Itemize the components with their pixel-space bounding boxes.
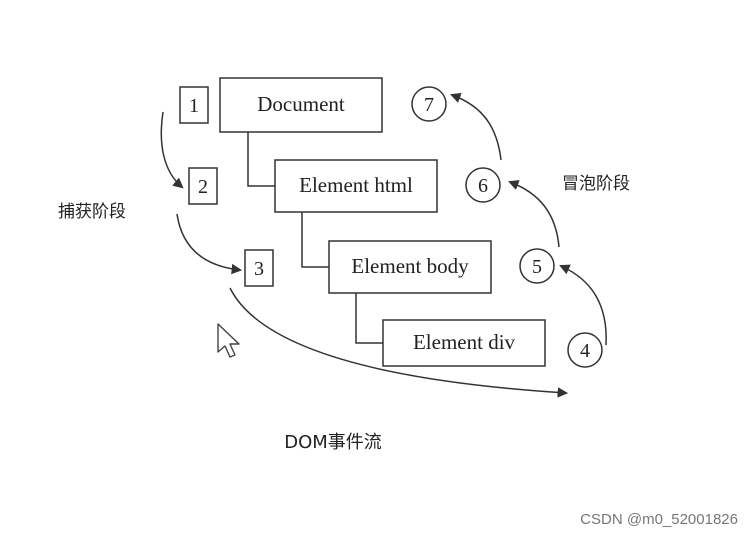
bubble-arrow-6-to-7	[450, 92, 502, 161]
node-element-html-label: Element html	[299, 173, 413, 197]
node-document-label: Document	[257, 92, 345, 116]
bubble-phase-label: 冒泡阶段	[562, 174, 630, 194]
connector-html-body	[301, 212, 329, 268]
node-element-body: Element body	[328, 240, 492, 294]
capture-step-1: 1	[179, 86, 209, 124]
capture-arrow-3-to-target	[229, 287, 569, 398]
connector-body-div	[355, 293, 383, 344]
node-element-html: Element html	[274, 159, 438, 213]
capture-step-3: 3	[244, 249, 274, 287]
watermark: CSDN @m0_52001826	[580, 511, 738, 528]
bubble-step-5: 5	[519, 248, 555, 284]
mouse-pointer-icon	[217, 323, 240, 358]
node-document: Document	[219, 77, 383, 133]
capture-phase-label: 捕获阶段	[58, 202, 126, 222]
diagram-caption: DOM事件流	[284, 432, 382, 453]
connector-document-html	[247, 132, 275, 187]
bubble-arrow-5-to-6	[508, 180, 560, 248]
bubble-step-7: 7	[411, 86, 447, 122]
node-element-div-label: Element div	[413, 330, 516, 354]
node-element-div: Element div	[382, 319, 546, 367]
node-element-body-label: Element body	[351, 254, 469, 278]
capture-step-2-label: 2	[198, 176, 208, 198]
bubble-step-6: 6	[465, 167, 501, 203]
bubble-arrow-4-to-5	[559, 264, 607, 346]
capture-arrow-1-to-2	[160, 111, 184, 189]
bubble-step-4-label: 4	[580, 340, 590, 362]
capture-step-2: 2	[188, 167, 218, 205]
bubble-step-6-label: 6	[478, 175, 488, 197]
bubble-step-5-label: 5	[532, 256, 542, 278]
bubble-step-7-label: 7	[424, 94, 434, 116]
bubble-step-4: 4	[567, 332, 603, 368]
capture-step-1-label: 1	[189, 95, 199, 117]
capture-arrow-2-to-3	[176, 213, 243, 275]
capture-step-3-label: 3	[254, 258, 264, 280]
